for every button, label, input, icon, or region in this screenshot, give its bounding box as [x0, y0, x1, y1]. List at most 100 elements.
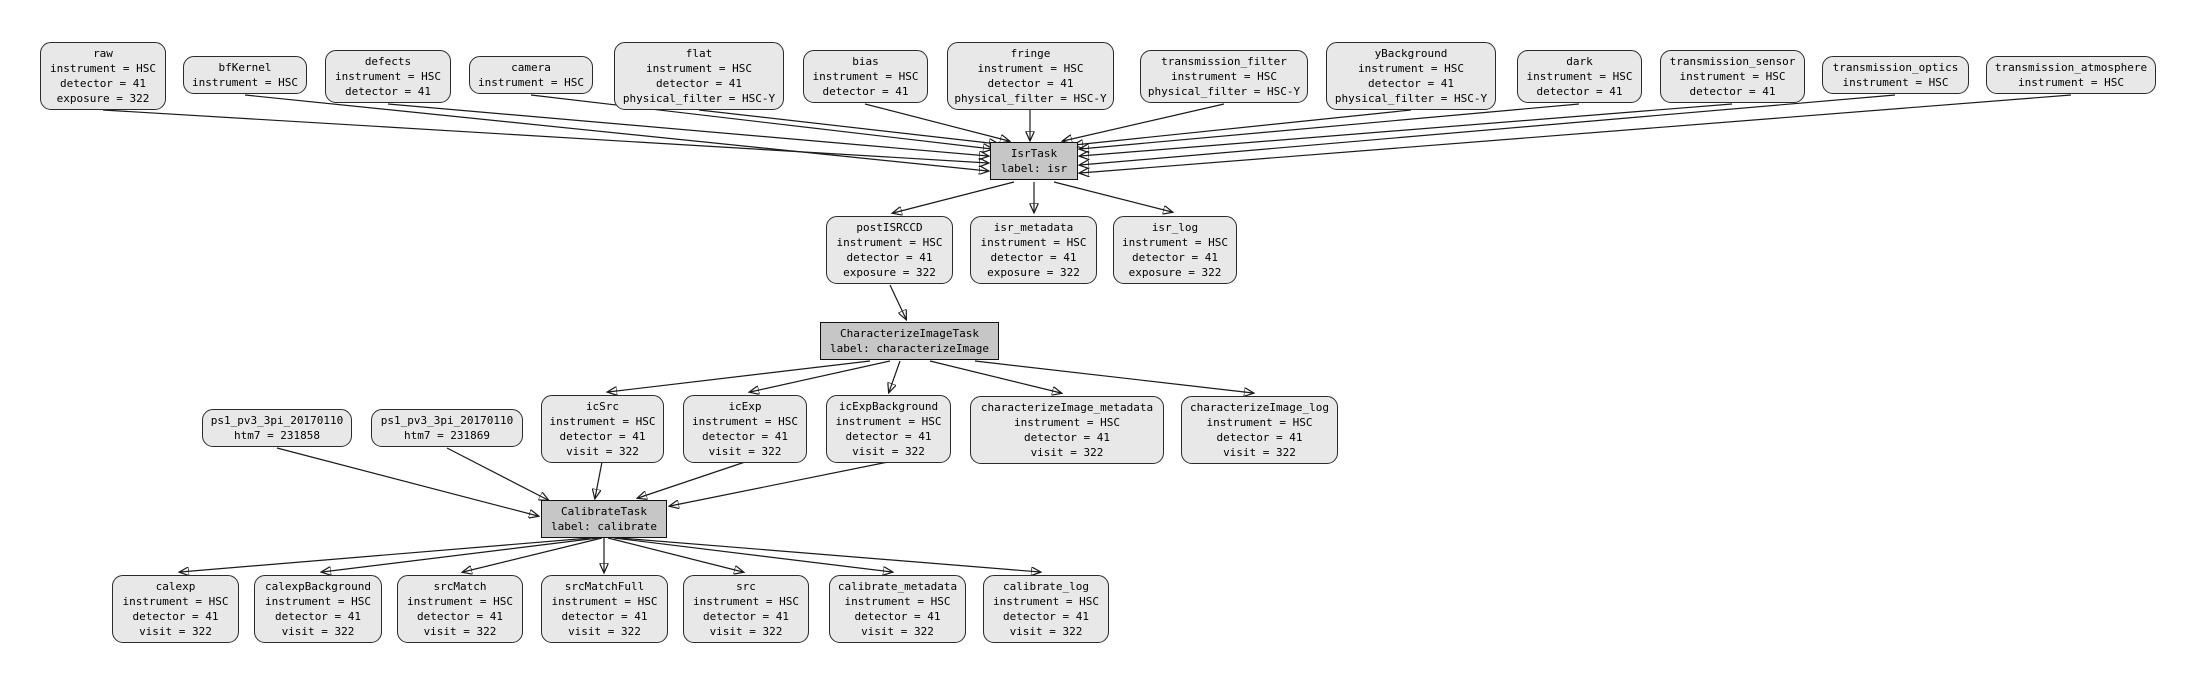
edge-calibrate-srcMatch: [463, 537, 603, 572]
node-title: camera: [511, 61, 551, 74]
node-attr: instrument = HSC: [980, 236, 1087, 249]
edge-characterizeImage-metadata: [929, 360, 1061, 393]
node-attr: visit = 322: [1030, 446, 1104, 459]
node-title: raw: [93, 47, 113, 60]
edge-yBackground-isr: [1074, 109, 1412, 145]
dataset-node-transmission_optics: transmission_optics instrument = HSC: [1822, 56, 1969, 94]
node-attr: physical_filter = HSC-Y: [954, 92, 1107, 105]
node-title: src: [736, 580, 756, 593]
dataset-node-dark: dark instrument = HSC detector = 41: [1517, 50, 1642, 103]
node-title: fringe: [1010, 47, 1051, 60]
node-title: ps1_pv3_3pi_20170110: [210, 414, 344, 427]
edge-ps1_231869-calibrate: [446, 447, 548, 500]
node-attr: visit = 322: [281, 625, 355, 638]
node-title: srcMatch: [433, 580, 487, 593]
node-title: transmission_sensor: [1669, 55, 1796, 68]
node-title: bias: [852, 55, 879, 68]
dataset-node-isr_log: isr_log instrument = HSC detector = 41 e…: [1113, 216, 1237, 284]
dataset-node-srcMatch: srcMatch instrument = HSC detector = 41 …: [397, 575, 523, 643]
task-label: label: isr: [1000, 162, 1068, 175]
node-attr: instrument = HSC: [122, 595, 229, 608]
task-node-characterizeImage: CharacterizeImageTask label: characteriz…: [820, 322, 999, 360]
node-title: transmission_atmosphere: [1994, 61, 2148, 74]
edge-characterizeImage-icSrc: [608, 360, 871, 392]
edge-transmission_atmosphere-isr: [1080, 94, 2072, 173]
dataset-node-flat: flat instrument = HSC detector = 41 phys…: [614, 42, 784, 110]
edge-dark-isr: [1080, 103, 1580, 149]
node-attr: instrument = HSC: [192, 76, 298, 89]
dataset-node-transmission_sensor: transmission_sensor instrument = HSC det…: [1660, 50, 1805, 103]
node-attr: instrument = HSC: [646, 62, 752, 75]
node-attr: instrument = HSC: [993, 595, 1099, 608]
node-attr: detector = 41: [1536, 85, 1623, 98]
edge-calibrate-log: [619, 537, 1040, 572]
edge-icSrc-calibrate: [595, 461, 603, 498]
edge-calibrate-src: [607, 537, 743, 572]
node-attr: htm7 = 231858: [233, 429, 321, 442]
node-attr: detector = 41: [1131, 251, 1219, 264]
task-node-calibrate: CalibrateTask label: calibrate: [541, 500, 667, 538]
node-title: srcMatchFull: [564, 580, 645, 593]
node-attr: instrument = HSC: [1122, 236, 1228, 249]
node-attr: instrument = HSC: [1171, 70, 1277, 83]
node-attr: detector = 41: [845, 430, 932, 443]
node-attr: visit = 322: [709, 625, 783, 638]
dataset-node-transmission_filter: transmission_filter instrument = HSC phy…: [1140, 50, 1308, 103]
node-attr: instrument = HSC: [1014, 416, 1120, 429]
dataset-node-raw: raw instrument = HSC detector = 41 expos…: [40, 42, 166, 110]
node-attr: instrument = HSC: [693, 595, 799, 608]
dataset-node-srcMatchFull: srcMatchFull instrument = HSC detector =…: [541, 575, 668, 643]
node-title: calibrate_metadata: [837, 580, 958, 593]
node-attr: visit = 322: [708, 445, 782, 458]
node-attr: detector = 41: [1689, 85, 1776, 98]
node-attr: visit = 322: [568, 625, 641, 638]
dataset-node-transmission_atmosphere: transmission_atmosphere instrument = HSC: [1986, 56, 2156, 94]
edge-postISRCCD-characterizeImage: [889, 284, 906, 319]
node-title: dark: [1566, 55, 1593, 68]
node-attr: visit = 322: [861, 625, 934, 638]
node-attr: detector = 41: [822, 85, 909, 98]
dataset-node-defects: defects instrument = HSC detector = 41: [325, 50, 451, 103]
node-attr: instrument = HSC: [836, 236, 943, 249]
node-attr: instrument = HSC: [844, 595, 951, 608]
node-attr: detector = 41: [1023, 431, 1111, 444]
node-attr: instrument = HSC: [835, 415, 942, 428]
node-attr: detector = 41: [846, 251, 933, 264]
dataset-node-icSrc: icSrc instrument = HSC detector = 41 vis…: [541, 395, 664, 463]
dataset-node-fringe: fringe instrument = HSC detector = 41 ph…: [947, 42, 1114, 110]
node-title: bfKernel: [218, 61, 272, 74]
edge-icExpBackground-calibrate: [670, 461, 889, 506]
dataset-node-ps1_231858: ps1_pv3_3pi_20170110 htm7 = 231858: [202, 409, 352, 447]
dataset-node-icExpBackground: icExpBackground instrument = HSC detecto…: [826, 395, 951, 463]
node-attr: visit = 322: [423, 625, 497, 638]
node-title: calexpBackground: [265, 580, 371, 593]
node-attr: detector = 41: [990, 251, 1077, 264]
edge-characterizeImage-icExp: [750, 360, 891, 392]
node-title: ps1_pv3_3pi_20170110: [380, 414, 514, 427]
node-title: characterizeImage_log: [1189, 401, 1330, 414]
node-attr: visit = 322: [566, 445, 639, 458]
node-attr: instrument = HSC: [1206, 416, 1313, 429]
edge-raw-isr: [102, 109, 988, 163]
dataset-node-ps1_231869: ps1_pv3_3pi_20170110 htm7 = 231869: [371, 409, 523, 447]
node-attr: htm7 = 231869: [403, 429, 491, 442]
node-attr: instrument = HSC: [265, 595, 371, 608]
node-attr: visit = 322: [852, 445, 925, 458]
node-attr: detector = 41: [59, 77, 147, 90]
node-title: icSrc: [585, 400, 620, 413]
task-node-isr: IsrTask label: isr: [990, 142, 1078, 180]
dataset-node-bfKernel: bfKernel instrument = HSC: [183, 56, 307, 94]
node-attr: instrument = HSC: [551, 595, 658, 608]
node-attr: exposure = 322: [987, 266, 1080, 279]
node-attr: instrument = HSC: [335, 70, 441, 83]
dataset-node-calibrate_log: calibrate_log instrument = HSC detector …: [983, 575, 1109, 643]
node-attr: detector = 41: [655, 77, 743, 90]
node-attr: instrument = HSC: [2018, 76, 2124, 89]
edge-camera-isr: [530, 94, 992, 149]
node-attr: detector = 41: [1367, 77, 1455, 90]
node-attr: physical_filter = HSC-Y: [1147, 85, 1301, 98]
node-title: isr_metadata: [993, 221, 1074, 234]
task-title: CharacterizeImageTask: [839, 327, 980, 340]
node-attr: physical_filter = HSC-Y: [622, 92, 776, 105]
node-attr: visit = 322: [139, 625, 212, 638]
